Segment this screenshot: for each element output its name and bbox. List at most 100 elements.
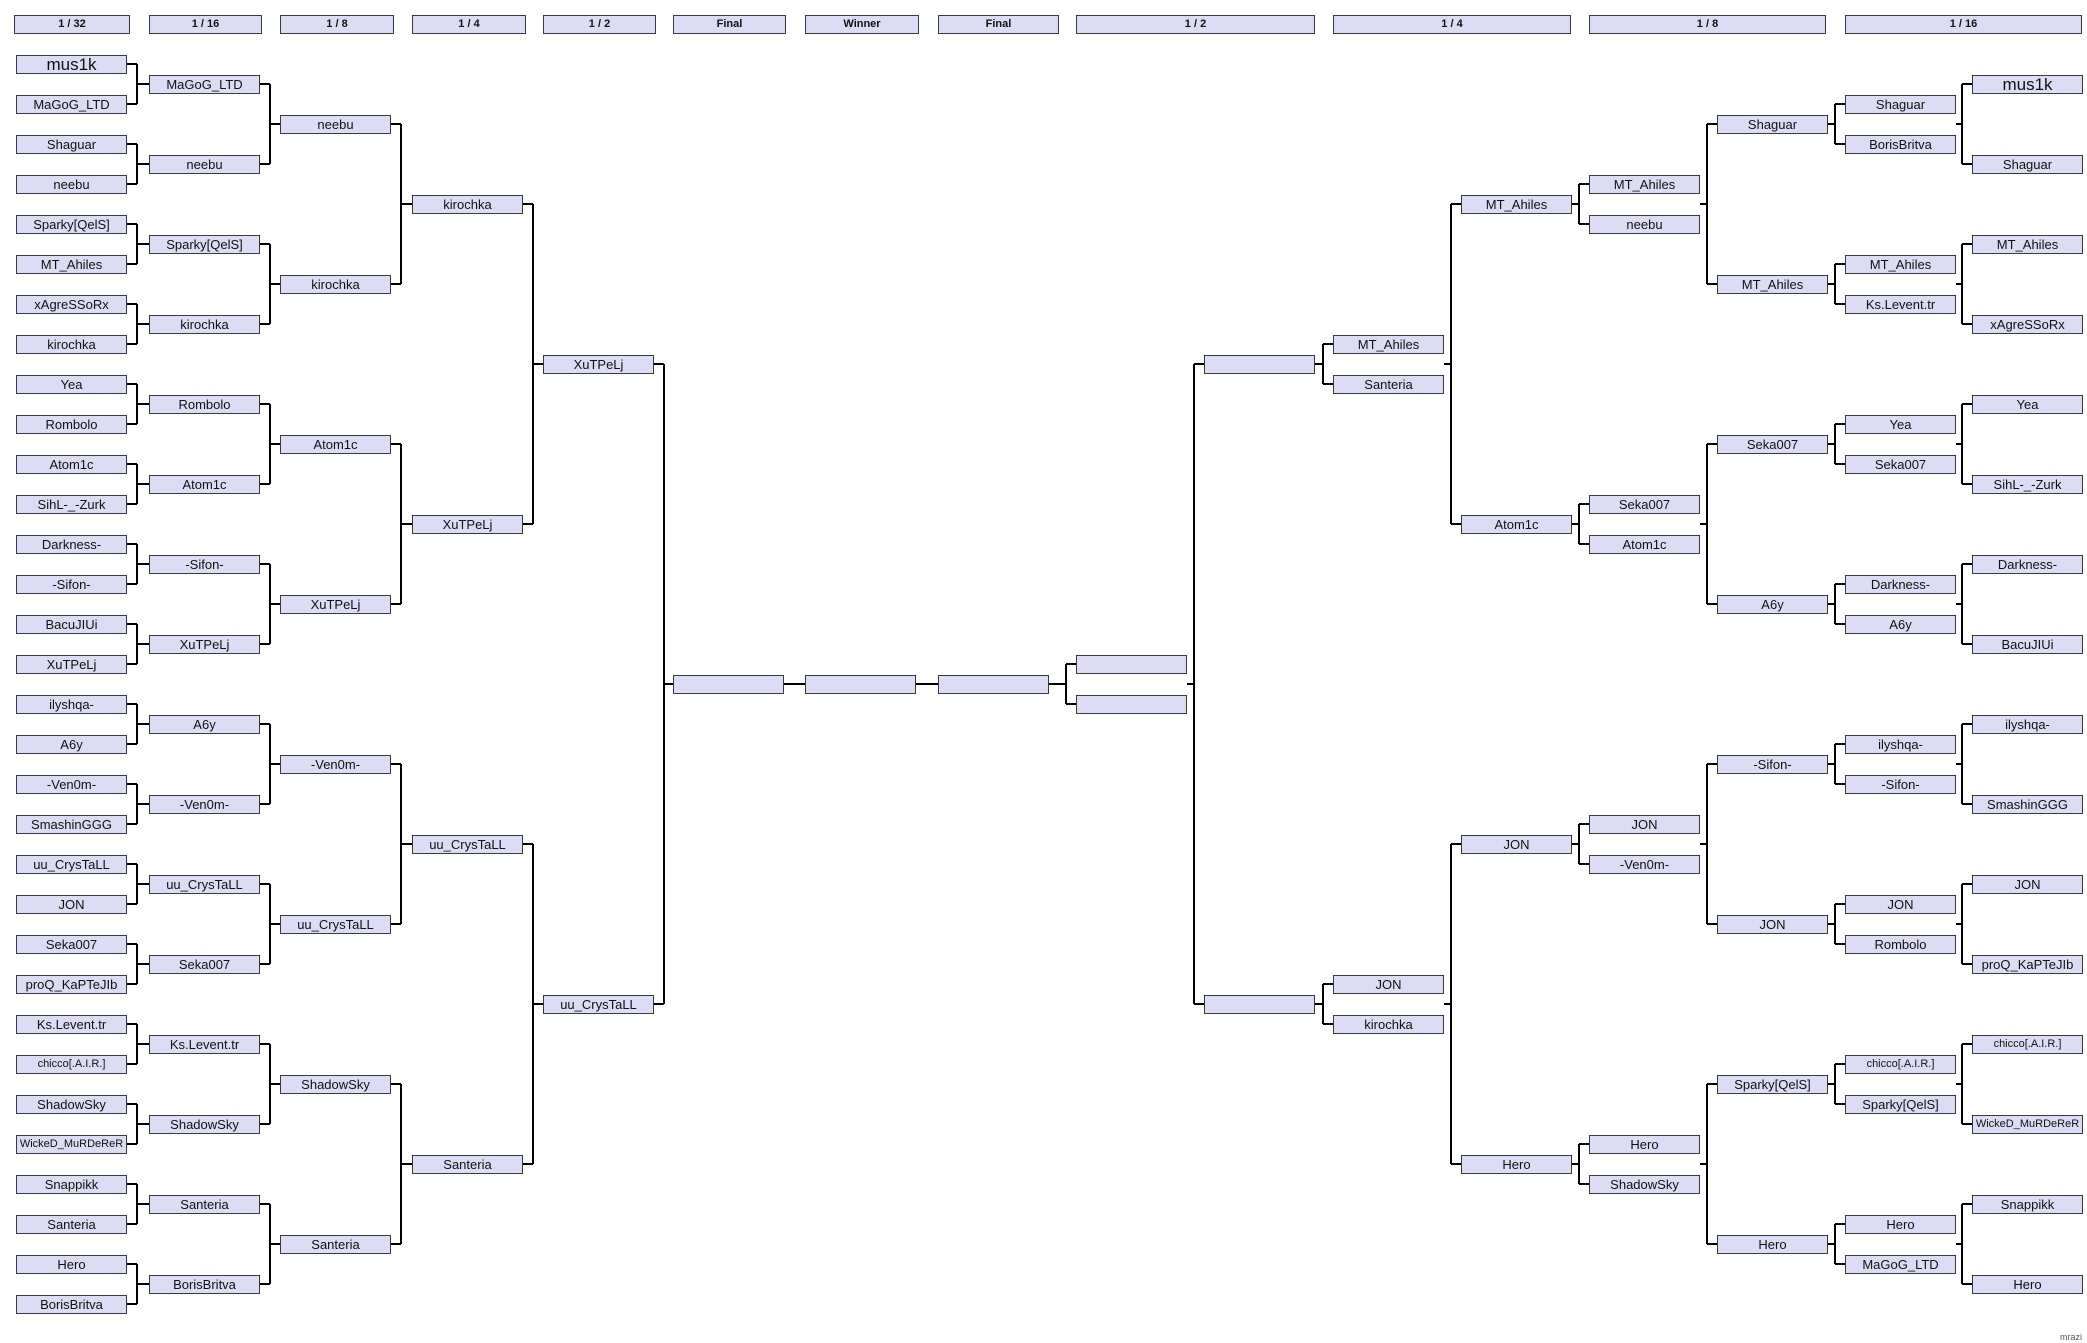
connector-line	[1828, 763, 1835, 765]
connector-line	[127, 223, 137, 225]
connector-line	[1962, 483, 1972, 485]
player-slot: Shaguar	[1972, 154, 2083, 174]
connector-line	[260, 323, 270, 325]
player-slot: uu_CrysTaLL	[149, 874, 260, 894]
connector-line	[1706, 764, 1708, 924]
connector-line	[1700, 1163, 1707, 1165]
player-slot	[1076, 654, 1187, 674]
player-slot: Yea	[1845, 414, 1956, 434]
player-slot: MT_Ahiles	[1845, 254, 1956, 274]
connector-line	[1961, 564, 1963, 644]
connector-line	[1961, 84, 1963, 164]
player-slot	[1204, 354, 1315, 374]
player-slot: Sparky[QelS]	[1717, 1074, 1828, 1094]
connector-line	[1835, 463, 1845, 465]
player-slot: uu_CrysTaLL	[280, 914, 391, 934]
player-slot: uu_CrysTaLL	[16, 854, 127, 874]
player-slot: ShadowSky	[16, 1094, 127, 1114]
connector-line	[1578, 184, 1580, 224]
connector-line	[1962, 1203, 1972, 1205]
round-header-3: 1 / 8	[280, 15, 394, 34]
player-slot: -Sifon-	[149, 554, 260, 574]
player-slot: ilyshqa-	[1972, 714, 2083, 734]
connector-line	[1835, 783, 1845, 785]
connector-line	[1706, 1084, 1708, 1244]
connector-line	[127, 623, 137, 625]
connector-line	[1579, 543, 1589, 545]
player-slot: Ks.Levent.tr	[16, 1014, 127, 1034]
connector-line	[664, 683, 673, 685]
connector-line	[1962, 403, 1972, 405]
connector-line	[1707, 603, 1717, 605]
connector-line	[1962, 323, 1972, 325]
connector-line	[1707, 923, 1717, 925]
connector-line	[137, 1043, 149, 1045]
connector-line	[401, 1163, 412, 1165]
player-slot: JON	[1717, 914, 1828, 934]
player-slot: Sparky[QelS]	[1845, 1094, 1956, 1114]
connector-line	[1444, 363, 1451, 365]
connector-line	[1451, 523, 1461, 525]
connector-line	[137, 1123, 149, 1125]
connector-line	[260, 243, 270, 245]
connector-line	[391, 283, 401, 285]
connector-line	[1572, 523, 1579, 525]
player-slot: JON	[1461, 834, 1572, 854]
connector-line	[1187, 683, 1194, 685]
final-slot-right	[938, 674, 1049, 694]
connector-line	[127, 103, 137, 105]
player-slot: Hero	[1845, 1214, 1956, 1234]
connector-line	[1956, 923, 1962, 925]
player-slot: SmashinGGG	[1972, 794, 2083, 814]
player-slot: -Ven0m-	[280, 754, 391, 774]
winner-slot	[805, 674, 916, 694]
player-slot: SihL-_-Zurk	[1972, 474, 2083, 494]
connector-line	[1706, 124, 1708, 284]
connector-line	[270, 1083, 280, 1085]
round-header-10: 1 / 4	[1333, 15, 1571, 34]
connector-line	[1828, 923, 1835, 925]
connector-line	[127, 503, 137, 505]
player-slot: Darkness-	[1845, 574, 1956, 594]
connector-line	[1835, 1263, 1845, 1265]
connector-line	[127, 1023, 137, 1025]
player-slot	[1204, 994, 1315, 1014]
player-slot: BacuJIUi	[1972, 634, 2083, 654]
player-slot: kirochka	[280, 274, 391, 294]
connector-line	[127, 183, 137, 185]
connector-line	[260, 1043, 270, 1045]
round-header-2: 1 / 16	[149, 15, 262, 34]
connector-line	[1835, 743, 1845, 745]
player-slot: Atom1c	[149, 474, 260, 494]
connector-line	[1323, 383, 1333, 385]
connector-line	[654, 363, 664, 365]
player-slot: Atom1c	[1461, 514, 1572, 534]
player-slot: Snappikk	[1972, 1194, 2083, 1214]
connector-line	[1835, 903, 1845, 905]
connector-line	[1194, 1003, 1204, 1005]
connector-line	[127, 583, 137, 585]
connector-line	[1828, 123, 1835, 125]
connector-line	[260, 483, 270, 485]
connector-line	[1961, 1204, 1963, 1284]
connector-line	[127, 263, 137, 265]
connector-line	[1451, 843, 1461, 845]
player-slot: XuTPeLj	[149, 634, 260, 654]
connector-line	[1572, 1163, 1579, 1165]
player-slot: ShadowSky	[149, 1114, 260, 1134]
connector-line	[1065, 664, 1067, 704]
player-slot: Seka007	[1589, 494, 1700, 514]
connector-line	[1828, 283, 1835, 285]
player-slot: -Sifon-	[1845, 774, 1956, 794]
connector-line	[260, 83, 270, 85]
connector-line	[270, 283, 280, 285]
connector-line	[523, 203, 533, 205]
connector-line	[1572, 203, 1579, 205]
connector-line	[1572, 843, 1579, 845]
connector-line	[1579, 823, 1589, 825]
connector-line	[1579, 223, 1589, 225]
player-slot: neebu	[280, 114, 391, 134]
connector-line	[260, 643, 270, 645]
connector-line	[260, 1203, 270, 1205]
player-slot: A6y	[1845, 614, 1956, 634]
